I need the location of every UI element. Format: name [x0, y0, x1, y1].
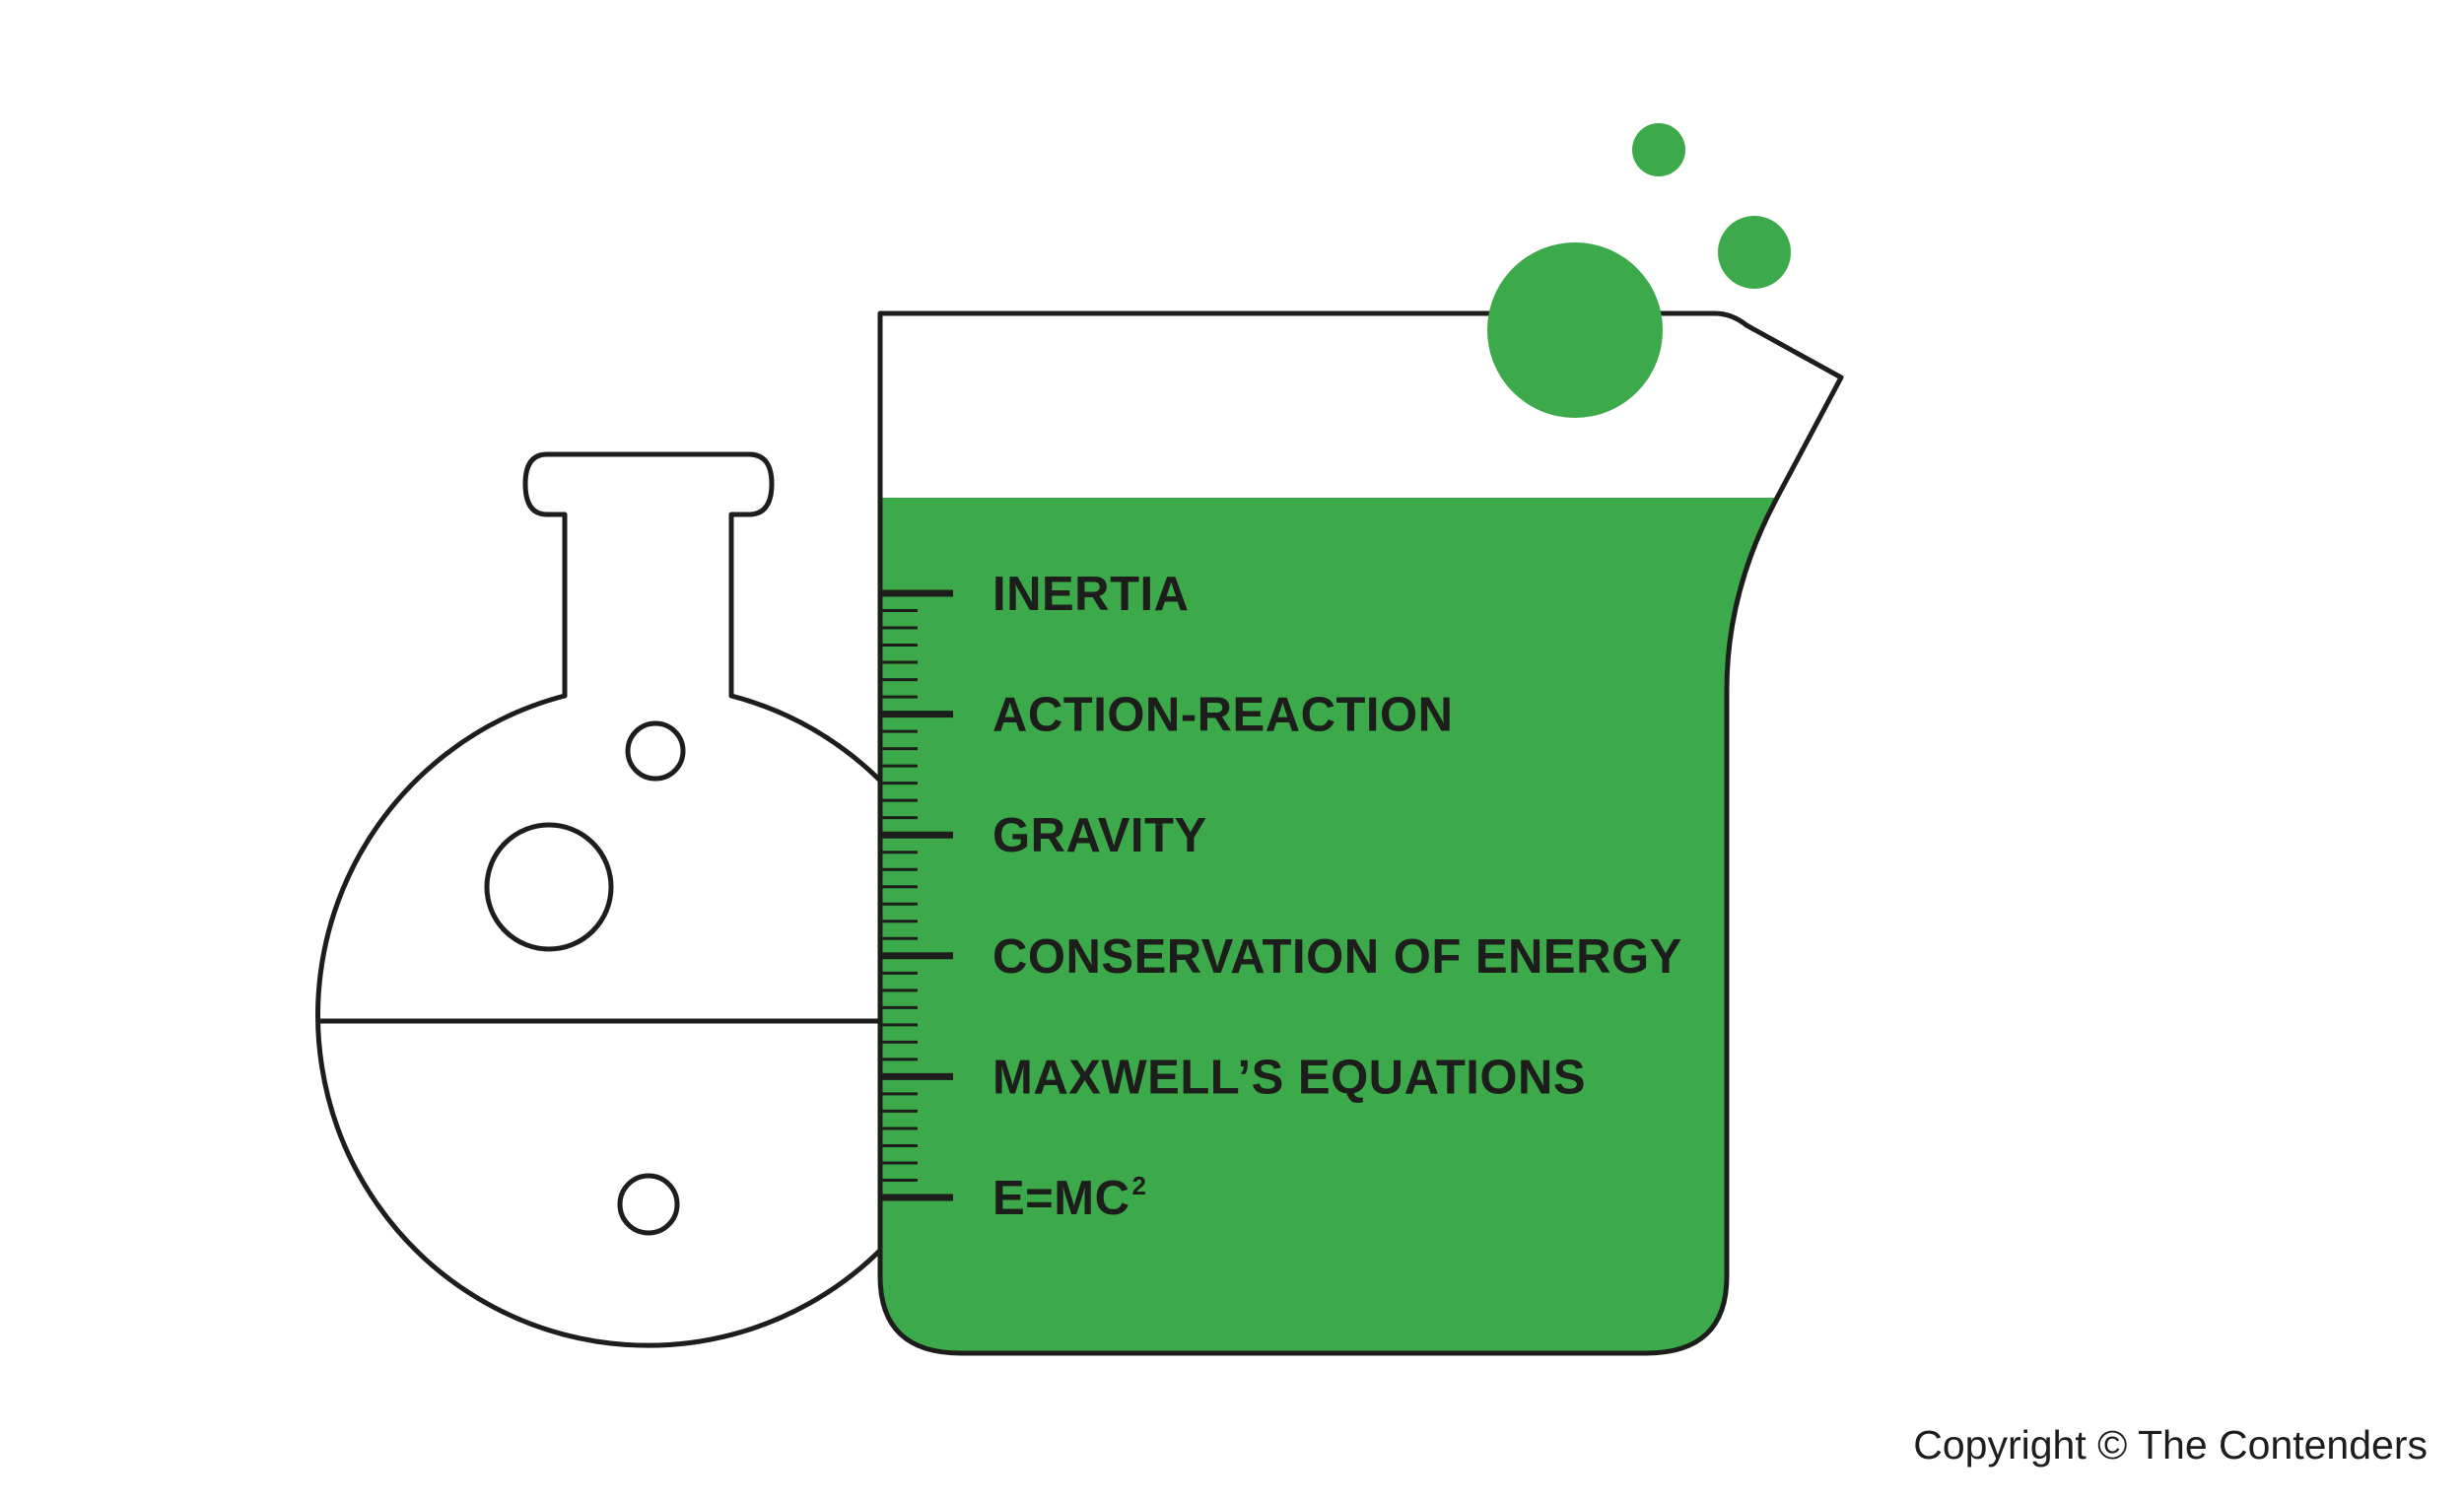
flask-bubble-small-bottom [617, 1173, 680, 1236]
bubble-medium [1718, 216, 1791, 289]
label-main-text: MAXWELL’S EQUATIONS [992, 1051, 1586, 1104]
bubble-large [1487, 242, 1663, 418]
measurement-label: GRAVITY [992, 809, 1207, 862]
measurement-label: INERTIA [992, 568, 1190, 621]
label-main-text: GRAVITY [992, 809, 1207, 862]
measurement-ticks [880, 589, 953, 1201]
label-main-text: E=MC [992, 1172, 1130, 1225]
copyright-text: Copyright © The Contenders [1913, 1422, 2428, 1468]
beaker-liquid [880, 498, 1777, 1353]
beaker-icon: INERTIA ACTION-REACTION GRAVITY CONSERVATIO… [877, 310, 1844, 1356]
label-main-text: INERTIA [992, 568, 1190, 621]
beaker-outline [877, 310, 1844, 1356]
bubble-icon [1487, 123, 1791, 418]
bubble-small [1632, 123, 1685, 176]
flask-bubble-large [484, 822, 614, 952]
label-superscript: 2 [1132, 1171, 1147, 1200]
round-bottom-flask-icon [315, 451, 981, 1348]
measurement-label: E=MC2 [992, 1171, 1146, 1225]
label-main-text: CONSERVATION OF ENERGY [992, 930, 1682, 984]
flask-bubble-small-top [625, 720, 686, 782]
measurement-labels: INERTIA ACTION-REACTION GRAVITY CONSERVATIO… [992, 568, 1682, 1225]
flask-outline [315, 451, 981, 1348]
measurement-label: MAXWELL’S EQUATIONS [992, 1051, 1586, 1104]
measurement-label: CONSERVATION OF ENERGY [992, 930, 1682, 984]
measurement-label: ACTION-REACTION [992, 689, 1454, 742]
label-main-text: ACTION-REACTION [992, 689, 1454, 742]
